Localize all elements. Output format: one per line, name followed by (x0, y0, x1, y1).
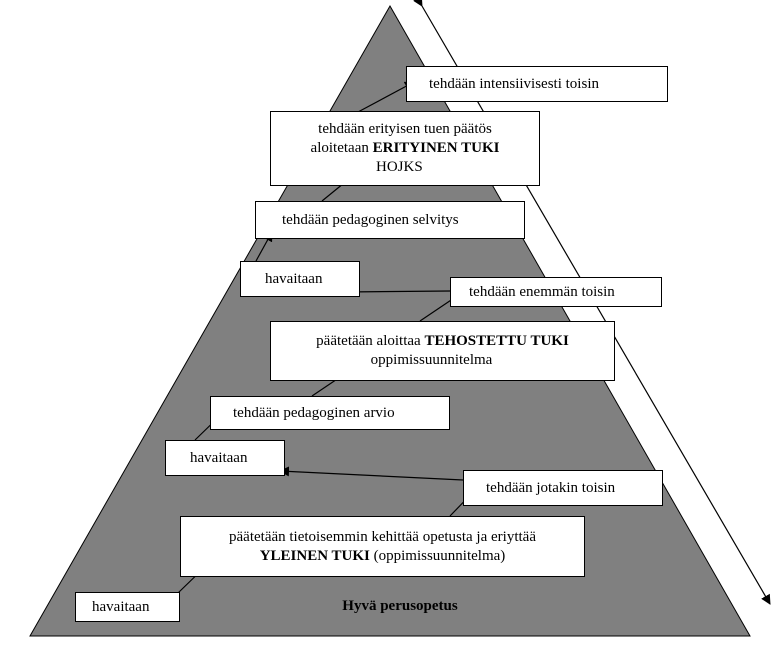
text-erityinen-line1: tehdään erityisen tuen päätös (318, 121, 492, 137)
text-arvio: tehdään pedagoginen arvio (233, 404, 395, 421)
box-havaitaan-bottom: havaitaan (75, 592, 180, 622)
box-enemman-toisin: tehdään enemmän toisin (450, 277, 662, 307)
text-tehostettu-line2: oppimissuunnitelma (370, 352, 493, 368)
text-intensiivisesti: tehdään intensiivisesti toisin (429, 75, 599, 92)
box-pedagoginen-arvio: tehdään pedagoginen arvio (210, 396, 450, 430)
text-selvitys: tehdään pedagoginen selvitys (282, 211, 459, 228)
box-havaitaan-top: havaitaan (240, 261, 360, 297)
box-jotakin-toisin: tehdään jotakin toisin (463, 470, 663, 506)
text-erityinen-line2-pre: aloitetaan (310, 140, 373, 156)
text-yleinen-line2-post: (oppimissuunnitelma) (369, 547, 506, 564)
arrow-enemman-to-havaitaan (344, 286, 451, 297)
text-jotakin: tehdään jotakin toisin (486, 479, 616, 496)
text-yleinen-line1: päätetään tietoisemmin kehittää opetusta… (229, 528, 536, 545)
box-erityinen-tuki: tehdään erityisen tuen päätös aloitetaan… (270, 111, 540, 186)
text-tehostettu-line1: päätetään aloittaa TEHOSTETTU TUKI (316, 332, 569, 351)
text-yleinen-line2: YLEINEN TUKI (oppimissuunnitelma) (260, 547, 506, 566)
text-enemman: tehdään enemmän toisin (469, 283, 615, 300)
text-erityinen-line2: aloitetaan ERITYINEN TUKI (311, 139, 500, 158)
text-tehostettu-tuki-bold: TEHOSTETTU TUKI (424, 333, 569, 349)
box-intensiivisesti: tehdään intensiivisesti toisin (406, 66, 668, 102)
arrow-jotakin-to-havaitaan (279, 466, 464, 481)
box-tehostettu-tuki: päätetään aloittaa TEHOSTETTU TUKI oppim… (270, 321, 615, 381)
text-yleinen-tuki-bold: YLEINEN TUKI (259, 547, 370, 564)
text-havaitaan-mid: havaitaan (190, 449, 248, 466)
arrow-erityinen-to-intensiivisesti (357, 81, 415, 113)
box-pedagoginen-selvitys: tehdään pedagoginen selvitys (255, 201, 525, 239)
text-havaitaan-top: havaitaan (265, 270, 323, 287)
box-havaitaan-mid: havaitaan (165, 440, 285, 476)
base-label: Hyvä perusopetus (342, 598, 458, 614)
text-havaitaan-bottom: havaitaan (92, 598, 150, 615)
text-hojks: HOJKS (376, 159, 423, 175)
text-erityinen-tuki-bold: ERITYINEN TUKI (372, 140, 500, 156)
box-yleinen-tuki: päätetään tietoisemmin kehittää opetusta… (180, 516, 585, 577)
text-tehostettu-line1-pre: päätetään aloittaa (316, 333, 425, 349)
